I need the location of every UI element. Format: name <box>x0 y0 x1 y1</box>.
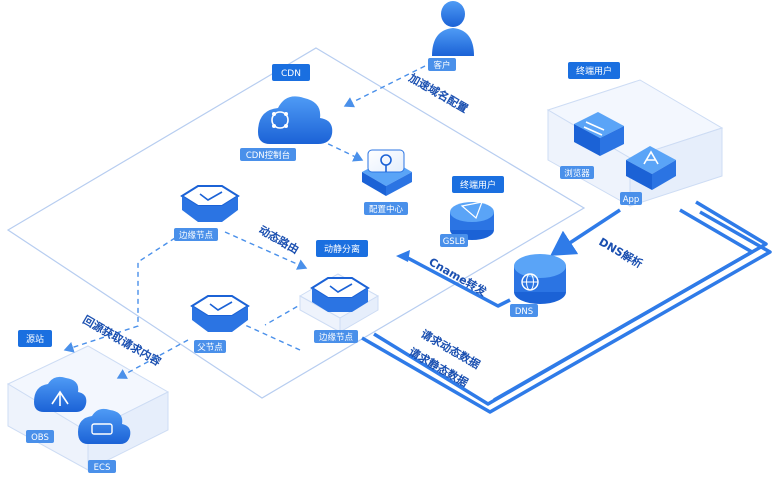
ecs-cloud-icon <box>78 408 131 444</box>
cdn-console-cloud-icon <box>258 96 333 144</box>
edge-node-main-label-box <box>314 330 358 343</box>
obs-label-box <box>26 430 54 443</box>
edge-node-main-icon <box>310 277 370 312</box>
cdn-console-label-box <box>240 148 296 161</box>
gslb-icon <box>450 201 494 240</box>
dns-label-box <box>510 304 538 317</box>
browser-icon <box>574 112 624 156</box>
parent-node-label-box <box>194 340 226 353</box>
end-user-right-tag: 终端用户 <box>576 65 612 77</box>
cdn-region-outline <box>6 47 586 399</box>
dns-label: DNS <box>515 307 533 317</box>
end-user-platform <box>546 79 724 207</box>
client-label-box <box>428 58 456 71</box>
solid-flows <box>361 200 772 414</box>
origin-tag: 源站 <box>26 333 44 345</box>
flow-dynamic-routing: 动态路由 <box>257 222 302 256</box>
parent-node-label: 父节点 <box>197 343 223 353</box>
client-label: 客户 <box>433 60 450 71</box>
gslb-label-box <box>440 234 468 247</box>
parent-node-icon <box>190 295 250 332</box>
edge-node-top-label-box <box>174 228 218 241</box>
gslb-label: GSLB <box>443 237 466 247</box>
dns-icon <box>514 254 566 304</box>
browser-label-box <box>560 166 594 179</box>
obs-label: OBS <box>31 433 49 443</box>
edge-node-main-label: 边缘节点 <box>319 332 354 343</box>
client-person-icon <box>432 1 474 56</box>
app-icon <box>626 146 676 190</box>
origin-platform <box>6 345 170 471</box>
dynamic-static-tag-box <box>316 240 368 257</box>
app-label-box <box>620 192 642 205</box>
config-center-label: 配置中心 <box>369 204 404 215</box>
edge-node-top-label: 边缘节点 <box>179 230 214 241</box>
end-user-mid-tag-box <box>452 176 504 193</box>
cdn-tag-box <box>272 64 310 81</box>
origin-tag-box <box>18 330 52 347</box>
edge-node-top-icon <box>180 185 240 222</box>
ecs-label-box <box>88 460 116 473</box>
obs-cloud-icon <box>34 376 87 412</box>
flow-dns-resolve: DNS解析 <box>597 234 646 270</box>
config-center-icon <box>362 149 412 196</box>
end-user-mid-tag: 终端用户 <box>460 179 496 191</box>
dynamic-static-tag: 动静分离 <box>324 243 360 255</box>
dashed-connectors <box>63 65 426 379</box>
cdn-tag: CDN <box>281 69 301 79</box>
app-label: App <box>623 195 640 205</box>
flow-cname: Cname转发 <box>427 254 491 299</box>
browser-label: 浏览器 <box>564 168 590 179</box>
flow-domain-config: 加速域名配置 <box>406 70 471 116</box>
end-user-right-tag-box <box>568 62 620 79</box>
ecs-label: ECS <box>94 463 111 473</box>
config-center-label-box <box>364 202 408 215</box>
cdn-console-label: CDN控制台 <box>246 150 290 161</box>
